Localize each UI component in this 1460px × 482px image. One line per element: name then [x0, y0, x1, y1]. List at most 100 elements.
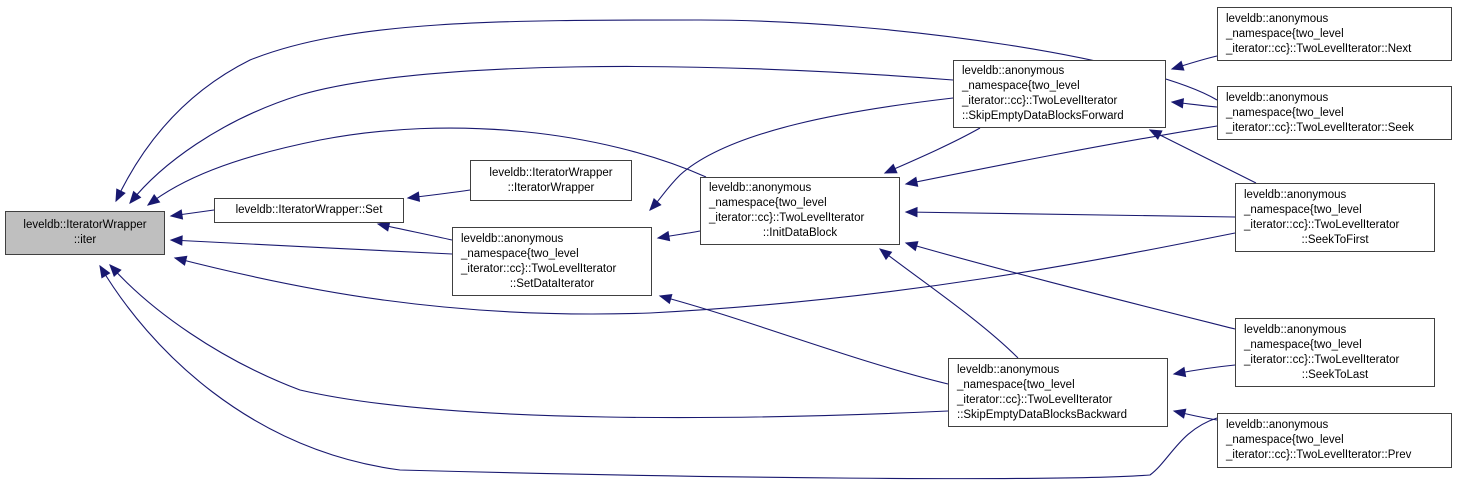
node-label-line: ::SeekToFirst — [1301, 233, 1369, 246]
arrowhead-icon — [109, 264, 122, 278]
node-skipbwd[interactable]: leveldb::anonymous_namespace{two_level_i… — [948, 358, 1168, 427]
arrowhead-icon — [169, 209, 184, 220]
node-label-line: leveldb::anonymous — [1244, 188, 1347, 201]
arrowhead-icon — [878, 248, 893, 261]
node-initdata[interactable]: leveldb::anonymous_namespace{two_level_i… — [700, 177, 900, 245]
arrowhead-icon — [99, 264, 111, 279]
edge-seekfirst-to-initdata — [904, 206, 1236, 218]
edge-line — [174, 232, 1236, 315]
edge-skipfwd-to-iter — [129, 65, 954, 205]
edge-seek-to-iter — [115, 19, 1218, 203]
node-ctor[interactable]: leveldb::IteratorWrapper::IteratorWrappe… — [470, 160, 632, 201]
node-label-line: ::iter — [73, 234, 97, 246]
arrowhead-icon — [904, 206, 918, 218]
node-label-line: leveldb::IteratorWrapper::Set — [235, 204, 383, 216]
node-label-line: _iterator::cc}::TwoLevelIterator::Next — [1226, 42, 1412, 55]
arrowhead-icon — [649, 197, 662, 211]
edge-initdata-to-setdata — [656, 230, 701, 242]
node-label-line: _namespace{two_level — [1244, 203, 1362, 216]
arrowhead-icon — [904, 176, 919, 187]
edge-skipfwd-to-setdata — [649, 97, 954, 211]
node-seeklast[interactable]: leveldb::anonymous_namespace{two_level_i… — [1235, 318, 1435, 387]
node-label-line: leveldb::anonymous — [962, 65, 1065, 77]
node-label-line: _iterator::cc}::TwoLevelIterator::Seek — [1226, 121, 1414, 134]
node-label-line: _iterator::cc}::TwoLevelIterator — [962, 95, 1118, 107]
node-label-line: ::SetDataIterator — [509, 277, 595, 290]
node-iter[interactable]: leveldb::IteratorWrapper::iter — [5, 211, 165, 255]
edge-set-to-iter — [169, 209, 215, 220]
edge-line — [905, 242, 1236, 330]
arrowhead-icon — [1148, 129, 1163, 140]
node-prev[interactable]: leveldb::anonymous_namespace{two_level_i… — [1217, 413, 1452, 468]
edge-seeklast-to-skipbwd — [1172, 364, 1236, 378]
edge-seek-to-initdata — [904, 125, 1218, 187]
edge-line — [884, 127, 981, 174]
node-label-line: leveldb::IteratorWrapper — [23, 219, 147, 231]
edge-line — [109, 264, 949, 419]
node-label-line: ::SeekToLast — [1301, 368, 1369, 381]
node-label-line: _iterator::cc}::TwoLevelIterator — [709, 212, 865, 224]
edge-skipbwd-to-iter — [109, 264, 949, 419]
edge-seek-to-skipfwd — [1170, 98, 1218, 109]
node-label-line: _namespace{two_level — [1226, 434, 1344, 446]
edge-line — [170, 239, 453, 255]
arrowhead-icon — [656, 230, 671, 242]
edge-skipbwd-to-setdata — [658, 293, 949, 385]
node-label-line: ::IteratorWrapper — [507, 181, 595, 194]
node-label-line: _namespace{two_level — [957, 378, 1075, 391]
edge-line — [99, 265, 1218, 480]
edge-prev-to-iter — [99, 264, 1218, 480]
node-seek[interactable]: leveldb::anonymous_namespace{two_level_i… — [1217, 86, 1452, 140]
node-label-line: _iterator::cc}::TwoLevelIterator — [1244, 218, 1400, 231]
edge-line — [115, 19, 1218, 202]
arrowhead-icon — [406, 191, 421, 202]
node-label-line: _iterator::cc}::TwoLevelIterator::Prev — [1226, 449, 1412, 461]
arrowhead-icon — [883, 163, 898, 174]
node-label-line: leveldb::anonymous — [1244, 323, 1347, 336]
arrowhead-icon — [115, 188, 126, 203]
node-label-line: ::SkipEmptyDataBlocksForward — [962, 110, 1124, 122]
edge-seekfirst-to-iter — [173, 232, 1236, 315]
node-label-line: ::InitDataBlock — [762, 227, 838, 239]
edge-setdata-to-iter — [169, 235, 453, 255]
edge-line — [905, 211, 1236, 218]
edge-line — [659, 295, 949, 385]
arrowhead-icon — [904, 241, 919, 252]
arrowhead-icon — [1172, 408, 1187, 419]
node-label-line: leveldb::anonymous — [1226, 419, 1329, 431]
node-skipfwd[interactable]: leveldb::anonymous_namespace{two_level_i… — [953, 60, 1166, 128]
edge-ctor-to-set — [406, 189, 471, 202]
edge-skipbwd-to-initdata — [878, 248, 1019, 359]
node-label-line: _namespace{two_level — [962, 80, 1080, 92]
arrowhead-icon — [1170, 60, 1185, 71]
edge-seeklast-to-initdata — [904, 241, 1236, 330]
arrowhead-icon — [1170, 98, 1185, 109]
edge-skipfwd-to-initdata — [883, 127, 981, 174]
node-next[interactable]: leveldb::anonymous_namespace{two_level_i… — [1217, 7, 1452, 61]
edge-initdata-to-iter — [146, 127, 707, 206]
node-label-line: leveldb::anonymous — [957, 363, 1060, 376]
node-label-line: _namespace{two_level — [1244, 338, 1362, 351]
node-label-line: _iterator::cc}::TwoLevelIterator — [1244, 353, 1400, 366]
arrowhead-icon — [173, 255, 188, 266]
arrowhead-icon — [129, 190, 142, 205]
edge-setdata-to-set — [376, 221, 453, 241]
node-label-line: _iterator::cc}::TwoLevelIterator — [957, 393, 1113, 406]
node-label-line: ::SkipEmptyDataBlocksBackward — [957, 408, 1128, 421]
arrowhead-icon — [169, 235, 183, 246]
edge-line — [147, 127, 707, 206]
arrowhead-icon — [146, 193, 161, 206]
edge-next-to-skipfwd — [1170, 55, 1218, 71]
node-label-line: _namespace{two_level — [461, 247, 579, 260]
node-label-line: _namespace{two_level — [709, 197, 827, 209]
node-set[interactable]: leveldb::IteratorWrapper::Set — [214, 198, 404, 223]
node-seekfirst[interactable]: leveldb::anonymous_namespace{two_level_i… — [1235, 183, 1435, 252]
edge-line — [905, 125, 1218, 185]
arrowhead-icon — [1172, 366, 1187, 378]
edge-line — [129, 65, 954, 204]
node-label-line: _namespace{two_level — [1226, 27, 1344, 40]
edge-line — [649, 97, 954, 211]
node-setdata[interactable]: leveldb::anonymous_namespace{two_level_i… — [452, 227, 652, 296]
node-label-line: leveldb::IteratorWrapper — [489, 166, 613, 179]
